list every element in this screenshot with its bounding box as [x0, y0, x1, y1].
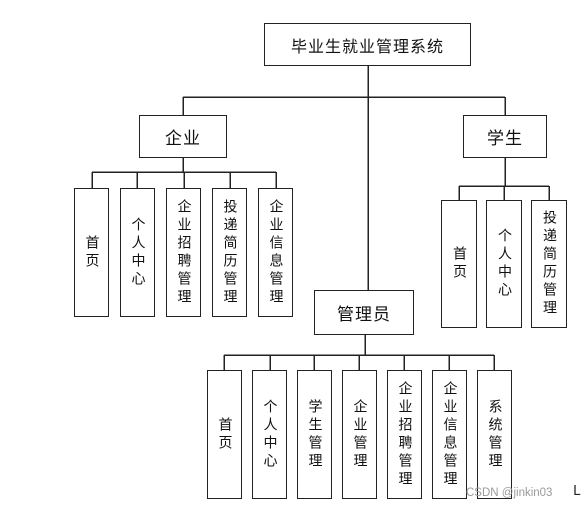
- enterprise-node: 企业: [139, 115, 227, 158]
- corner-mark: L: [573, 484, 581, 499]
- node-label: 企业信息管理: [267, 198, 284, 307]
- admin-label: 管理员: [337, 305, 391, 325]
- node-label: 企业信息管理: [441, 380, 458, 489]
- admin-node: 管理员: [314, 290, 414, 335]
- root-node: 毕业生就业管理系统: [264, 23, 471, 66]
- node-label: 投递简历管理: [221, 198, 238, 307]
- node-label: 投递简历管理: [541, 210, 557, 318]
- node-label: 个人中心: [129, 216, 146, 289]
- enterprise-child-home: 首页: [74, 188, 109, 317]
- watermark-text: CSDN @jinkin03: [466, 487, 553, 499]
- node-label: 个人中心: [496, 228, 512, 300]
- enterprise-child-info-mgmt: 企业信息管理: [258, 188, 293, 317]
- node-label: 首页: [451, 246, 467, 282]
- node-label: 企业招聘管理: [175, 198, 192, 307]
- node-label: 系统管理: [486, 398, 503, 471]
- student-label: 学生: [487, 129, 523, 149]
- node-label: 企业招聘管理: [396, 380, 413, 489]
- enterprise-child-recruitment-mgmt: 企业招聘管理: [166, 188, 201, 317]
- enterprise-child-resume-mgmt: 投递简历管理: [212, 188, 247, 317]
- admin-child-system-mgmt: 系统管理: [477, 370, 512, 499]
- student-child-resume-mgmt: 投递简历管理: [531, 200, 567, 328]
- node-label: 企业管理: [351, 398, 368, 471]
- node-label: 个人中心: [261, 398, 278, 471]
- enterprise-label: 企业: [165, 129, 201, 149]
- admin-child-home: 首页: [207, 370, 242, 499]
- student-child-personal-center: 个人中心: [486, 200, 522, 328]
- admin-child-personal-center: 个人中心: [252, 370, 287, 499]
- student-child-home: 首页: [441, 200, 477, 328]
- admin-child-enterprise-mgmt: 企业管理: [342, 370, 377, 499]
- node-label: 首页: [216, 416, 233, 453]
- node-label: 首页: [83, 234, 100, 271]
- node-label: 学生管理: [306, 398, 323, 471]
- root-label: 毕业生就业管理系统: [290, 36, 444, 56]
- enterprise-child-personal-center: 个人中心: [120, 188, 155, 317]
- admin-child-student-mgmt: 学生管理: [297, 370, 332, 499]
- admin-child-info-mgmt: 企业信息管理: [432, 370, 467, 499]
- student-node: 学生: [463, 115, 547, 158]
- admin-child-recruitment-mgmt: 企业招聘管理: [387, 370, 422, 499]
